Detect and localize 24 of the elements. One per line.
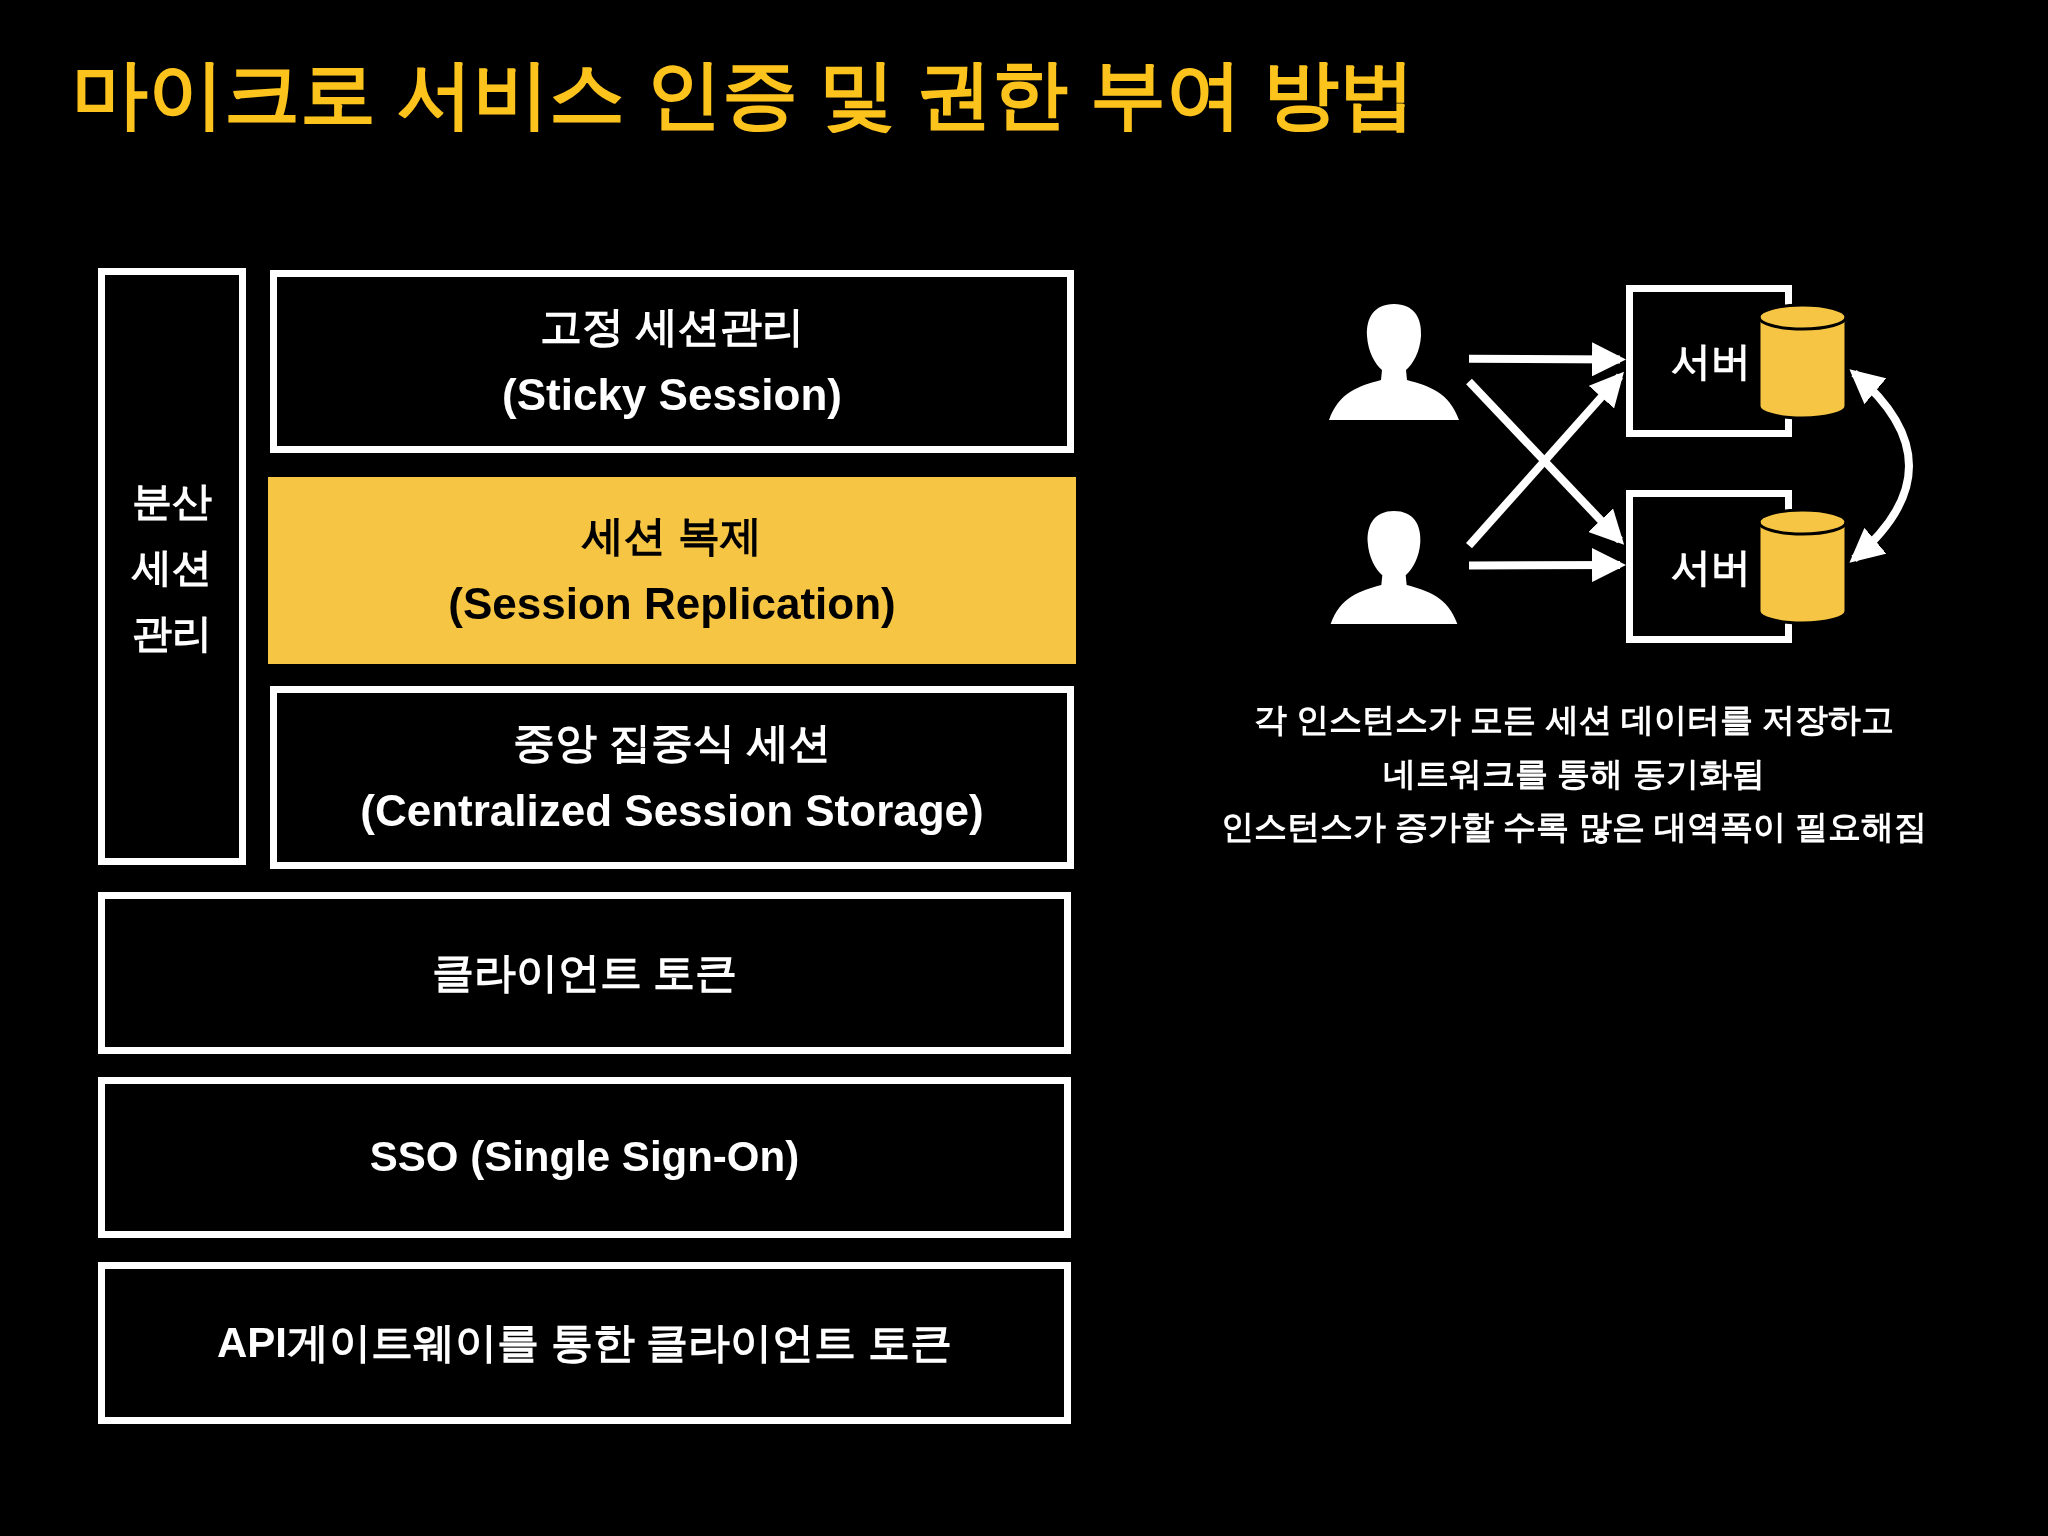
highlighted-box (268, 477, 1076, 664)
box-title: 세션 복제 (582, 510, 762, 561)
method-box (270, 686, 1074, 869)
method-box (270, 270, 1074, 453)
box-subtitle: (Session Replication) (448, 578, 896, 631)
box-title: API게이트웨이를 통한 클라이언트 토큰 (217, 1317, 952, 1368)
server-label: 서버 (1671, 543, 1751, 591)
box-title: SSO (Single Sign-On) (369, 1132, 800, 1183)
description-text: 인스턴스가 증가할 수록 많은 대역폭이 필요해짐 (1221, 807, 1927, 847)
method-box (98, 1262, 1071, 1424)
box-title: 중앙 집중식 세션 (513, 717, 831, 768)
category-box (98, 268, 246, 865)
title: 마이크로 서비스 인증 및 권한 부여 방법 (72, 56, 1415, 132)
box-title: 클라이언트 토큰 (431, 947, 738, 998)
method-box (98, 1077, 1071, 1238)
arrow (1849, 369, 1913, 563)
description-text: 네트워크를 통해 동기화됨 (1383, 753, 1765, 794)
description-text: 각 인스턴스가 모든 세션 데이터를 저장하고 (1254, 700, 1894, 740)
method-box (98, 892, 1071, 1054)
box-subtitle: (Sticky Session) (502, 369, 842, 422)
box-title: 고정 세션관리 (540, 301, 804, 352)
server-label: 서버 (1671, 338, 1751, 385)
box-subtitle: (Centralized Session Storage) (360, 785, 984, 838)
box-title: 분산 세션 관리 (130, 477, 213, 657)
